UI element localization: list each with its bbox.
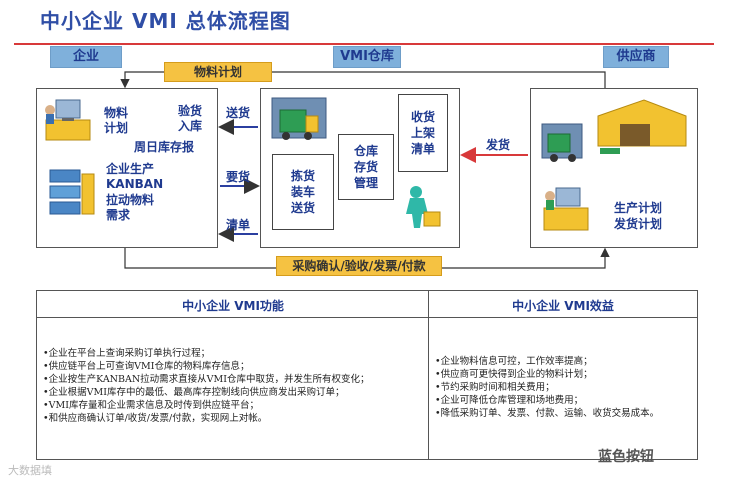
enterprise-material-plan: 物料 计划 bbox=[104, 106, 129, 135]
page-title: 中小企业 VMI 总体流程图 bbox=[40, 9, 291, 33]
list-item: •企业根据VMI库存中的最低、最高库存控制线向供应商发出采购订单； bbox=[43, 387, 345, 398]
list-item: •企业可降低仓库管理和场地费用； bbox=[435, 395, 584, 406]
kanban-label: KANBAN bbox=[106, 177, 164, 191]
list-item: •VMI库存量和企业需求信息及时传到供应链平台； bbox=[43, 400, 259, 411]
material-plan-bar: 物料计划 bbox=[164, 62, 272, 82]
functions-divider bbox=[37, 317, 429, 318]
receive-shelf-list-box: 收货 上架 清单 bbox=[398, 94, 448, 172]
worker-box-icon bbox=[406, 186, 441, 228]
weekly-report-label: 周日库存报 bbox=[134, 140, 195, 154]
title-divider bbox=[14, 43, 714, 45]
pull-demand-label: 拉动物料 需求 bbox=[106, 193, 155, 222]
list-item: •降低采购订单、发票、付款、运输、收货交易成本。 bbox=[435, 408, 660, 419]
header-enterprise: 企业 bbox=[50, 46, 122, 68]
benefits-panel: 中小企业 VMI效益 •企业物料信息可控，工作效率提高； •供应商可更快得到企业… bbox=[428, 290, 698, 460]
header-supplier: 供应商 bbox=[603, 46, 669, 68]
list-item: •供应链平台上可查询VMI仓库的物料库存信息； bbox=[43, 361, 250, 372]
production-label: 企业生产 bbox=[106, 162, 155, 176]
watermark-left: 大数据填 bbox=[8, 464, 52, 477]
ship-arrow-label: 发货 bbox=[486, 138, 511, 152]
list-item: •供应商可更快得到企业的物料计划； bbox=[435, 369, 593, 380]
procurement-bar: 采购确认/验收/发票/付款 bbox=[276, 256, 442, 276]
kanban-shelf-icon bbox=[49, 169, 95, 215]
warehouse-truck-icon bbox=[271, 97, 327, 140]
benefits-title: 中小企业 VMI效益 bbox=[512, 299, 614, 313]
enterprise-inspect-label: 验货 入库 bbox=[178, 104, 203, 133]
list-item: •企业按生产KANBAN拉动需求直接从VMI仓库中取货，并发生所有权变化； bbox=[43, 374, 370, 385]
list-arrow-label: 清单 bbox=[226, 218, 251, 232]
list-item: •企业在平台上查询采购订单执行过程； bbox=[43, 348, 211, 359]
functions-panel: 中小企业 VMI功能 •企业在平台上查询采购订单执行过程； •供应链平台上可查询… bbox=[36, 290, 430, 460]
factory-icon bbox=[597, 99, 687, 154]
list-item: •和供应商确认订单/收货/发票/付款，实现网上对帐。 bbox=[43, 413, 268, 424]
request-arrow-label: 要货 bbox=[226, 170, 251, 184]
functions-list: •企业在平台上查询采购订单执行过程； •供应链平台上可查询VMI仓库的物料库存信… bbox=[43, 347, 427, 425]
functions-title: 中小企业 VMI功能 bbox=[182, 299, 284, 313]
list-item: •企业物料信息可控，工作效率提高； bbox=[435, 356, 593, 367]
benefits-list: •企业物料信息可控，工作效率提高； •供应商可更快得到企业的物料计划； •节约采… bbox=[435, 355, 693, 420]
inventory-management-box: 仓库 存货 管理 bbox=[338, 134, 394, 200]
benefits-divider bbox=[429, 317, 697, 318]
supplier-computer-desk-icon bbox=[543, 187, 589, 231]
list-item: •节约采购时间和相关费用； bbox=[435, 382, 555, 393]
computer-desk-icon bbox=[45, 99, 91, 141]
pick-load-deliver-box: 拣货 装车 送货 bbox=[272, 154, 334, 230]
supplier-plan-label: 生产计划 发货计划 bbox=[614, 201, 663, 231]
deliver-arrow-label: 送货 bbox=[226, 106, 251, 120]
watermark-right: 蓝色按钮 bbox=[598, 449, 654, 465]
supplier-truck-icon bbox=[541, 123, 583, 162]
header-vmi: VMI仓库 bbox=[333, 46, 401, 68]
